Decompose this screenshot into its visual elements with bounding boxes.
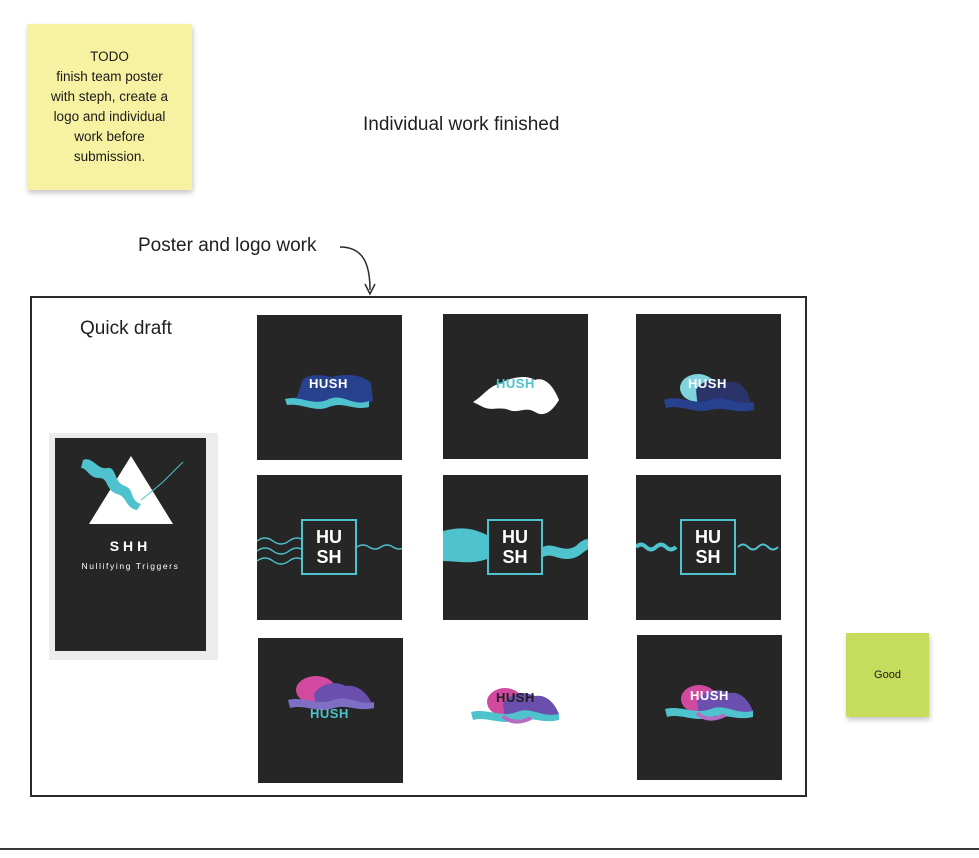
logo-tile-7[interactable]: HUSH bbox=[258, 638, 403, 783]
logo-tile-8[interactable]: HUSH bbox=[443, 638, 588, 783]
poster-artwork: SHH Nullifying Triggers bbox=[55, 438, 206, 651]
individual-work-heading[interactable]: Individual work finished bbox=[363, 114, 560, 135]
logo-tile-5[interactable]: HU SH bbox=[443, 475, 588, 620]
hush-line-2: SH bbox=[695, 547, 721, 567]
hush-line-1: HU bbox=[502, 527, 528, 547]
line-wave-graphic bbox=[636, 542, 779, 552]
hush-line-1: HU bbox=[695, 527, 721, 547]
frame-title: Quick draft bbox=[80, 318, 172, 339]
logo-tile-2[interactable]: HUSH bbox=[443, 314, 588, 459]
poster-title: SHH bbox=[109, 538, 152, 554]
logo-tile-1[interactable]: HUSH bbox=[257, 315, 402, 460]
poster-subtitle: Nullifying Triggers bbox=[81, 561, 180, 571]
hush-line-1: HU bbox=[316, 527, 342, 547]
wave-graphic bbox=[471, 688, 559, 724]
hush-label: HUSH bbox=[310, 706, 349, 721]
poster-draft[interactable]: SHH Nullifying Triggers bbox=[49, 433, 218, 660]
logo-tile-4[interactable]: HU SH bbox=[257, 475, 402, 620]
hush-box-logo: HU SH bbox=[301, 519, 357, 575]
hush-box-logo: HU SH bbox=[680, 519, 736, 575]
hush-label: HUSH bbox=[496, 690, 535, 705]
hush-label: HUSH bbox=[309, 376, 348, 391]
good-sticky-note[interactable]: Good bbox=[846, 633, 929, 717]
quick-draft-frame[interactable] bbox=[30, 296, 807, 797]
wave-graphic bbox=[664, 374, 754, 412]
hush-box-logo: HU SH bbox=[487, 519, 543, 575]
poster-logo-heading[interactable]: Poster and logo work bbox=[138, 235, 317, 256]
logo-tile-6[interactable]: HU SH bbox=[636, 475, 781, 620]
hush-line-2: SH bbox=[502, 547, 528, 567]
hush-label: HUSH bbox=[690, 688, 729, 703]
hush-line-2: SH bbox=[316, 547, 342, 567]
wave-graphic bbox=[665, 685, 753, 721]
logo-tile-3[interactable]: HUSH bbox=[636, 314, 781, 459]
hush-label: HUSH bbox=[496, 376, 535, 391]
triangle-wave-graphic bbox=[81, 456, 184, 524]
wave-graphic bbox=[285, 375, 373, 409]
wave-graphic bbox=[288, 676, 374, 710]
wave-graphic bbox=[473, 377, 559, 415]
logo-tile-9[interactable]: HUSH bbox=[637, 635, 782, 780]
todo-sticky-note[interactable]: TODO finish team poster with steph, crea… bbox=[27, 24, 192, 190]
divider-line bbox=[0, 848, 979, 850]
line-wave-graphic bbox=[257, 537, 402, 565]
hush-label: HUSH bbox=[688, 376, 727, 391]
ribbon-wave-graphic bbox=[443, 528, 588, 563]
